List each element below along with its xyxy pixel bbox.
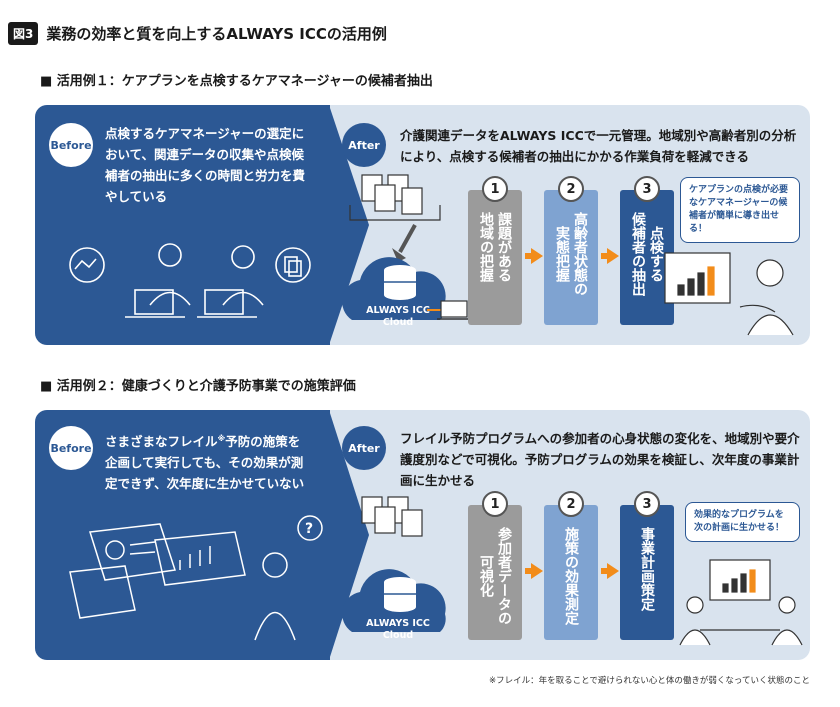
case1-laptop-icon — [427, 300, 471, 320]
case2-step-1-col2: 参加者データの — [496, 527, 512, 625]
case1-step-2-col2: 高齢者状態の — [572, 212, 588, 296]
case2-before-text-1: さまざまなフレイル — [105, 434, 218, 450]
case2-step-2-col1: 施策の効果測定 — [563, 527, 579, 625]
case1-cloud-illustration — [342, 174, 446, 320]
case2-cloud-illustration — [342, 496, 446, 632]
case2-panel: Before さまざまなフレイル※予防の施策を企画して実行しても、その効果が測定… — [35, 410, 810, 660]
case1-cloud-label-2: Cloud — [382, 317, 414, 328]
case1-before-pill: Before — [49, 123, 93, 167]
case2-arrow-2 — [607, 563, 619, 579]
figure-title: 図3 業務の効率と質を向上するALWAYS ICCの活用例 — [8, 22, 387, 45]
case2-before-pill: Before — [49, 426, 93, 470]
case1-step-2-col1: 実態把握 — [554, 226, 570, 282]
case1-step-1: 1 地域の把握 課題がある — [468, 176, 522, 325]
case1-step-2: 2 実態把握 高齢者状態の — [544, 176, 598, 325]
case2-meeting-illustration — [679, 559, 803, 646]
case1-step-2-number: 2 — [558, 176, 584, 202]
case2-step-3-number: 3 — [634, 491, 660, 517]
case2-step-2: 2 施策の効果測定 — [544, 491, 598, 640]
case2-after-text: フレイル予防プログラムへの参加者の心身状態の変化を、地域別や要介護度別などで可視… — [400, 431, 800, 488]
figure-title-text: 業務の効率と質を向上するALWAYS ICCの活用例 — [46, 25, 387, 43]
case2-arrow-1 — [531, 563, 543, 579]
case1-presenter-illustration — [664, 252, 794, 336]
case2-after-pill: After — [342, 426, 386, 470]
case1-step-1-col1: 地域の把握 — [478, 212, 494, 282]
case1-worried-people-illustration — [69, 243, 311, 318]
case2-thinking-person-illustration: ? — [69, 515, 323, 641]
case2-speech-bubble: 効果的なプログラムを次の計画に生かせる！ — [685, 502, 800, 542]
case1-step-1-number: 1 — [482, 176, 508, 202]
case1-cloud-label: ALWAYS ICC Cloud — [353, 305, 443, 329]
case1-panel: Before 点検するケアマネージャーの選定において、関連データの収集や点検候補… — [35, 105, 810, 345]
case2-cloud-label-1: ALWAYS ICC — [366, 618, 430, 629]
case1-arrow-1 — [531, 248, 543, 264]
case1-step-3-col1: 候補者の抽出 — [630, 212, 646, 296]
case1-heading: ■ 活用例１：ケアプランを点検するケアマネージャーの候補者抽出 — [40, 74, 433, 89]
case1-arrow-2-stem — [601, 253, 609, 259]
case2-step-1-col1: 可視化 — [478, 555, 494, 597]
case1-before-text: 点検するケアマネージャーの選定において、関連データの収集や点検候補者の抽出に多く… — [105, 126, 306, 204]
case2-before-sup: ※ — [217, 434, 226, 443]
case1-cloud-label-1: ALWAYS ICC — [366, 305, 430, 316]
case2-arrow-1-stem — [525, 568, 533, 574]
case2-step-3-col1: 事業計画策定 — [639, 527, 655, 611]
case1-step-3-number: 3 — [634, 176, 660, 202]
case2-arrow-2-stem — [601, 568, 609, 574]
footnote: ※フレイル：年を取ることで避けられない心と体の働きが弱くなっていく状態のこと — [489, 676, 810, 686]
case1-arrow-1-stem — [525, 253, 533, 259]
svg-text:?: ? — [305, 521, 313, 537]
case2-step-1: 1 可視化 参加者データの — [468, 491, 522, 640]
case2-step-1-number: 1 — [482, 491, 508, 517]
case1-speech-bubble: ケアプランの点検が必要なケアマネージャーの候補者が簡単に導き出せる！ — [680, 177, 800, 243]
case2-cloud-label-2: Cloud — [382, 630, 414, 641]
case2-step-2-number: 2 — [558, 491, 584, 517]
case2-before-text: さまざまなフレイル※予防の施策を企画して実行しても、その効果が測定できず、次年度… — [105, 428, 310, 494]
case2-step-3: 3 事業計画策定 — [620, 491, 674, 640]
case1-step-1-col2: 課題がある — [496, 212, 512, 282]
case2-cloud-label: ALWAYS ICC Cloud — [353, 618, 443, 642]
case1-after-text: 介護関連データをALWAYS ICCで一元管理。地域別や高齢者別の分析により、点… — [400, 128, 797, 164]
case1-after-pill: After — [342, 123, 386, 167]
case1-step-3-col2: 点検する — [648, 226, 664, 282]
case1-arrow-2 — [607, 248, 619, 264]
case2-heading: ■ 活用例２：健康づくりと介護予防事業での施策評価 — [40, 379, 356, 394]
figure-badge: 図3 — [8, 22, 39, 45]
case2-before-text-2: 予防の施策を企画して実行しても、その効果が測定できず、次年度に生かせていない — [105, 434, 305, 492]
